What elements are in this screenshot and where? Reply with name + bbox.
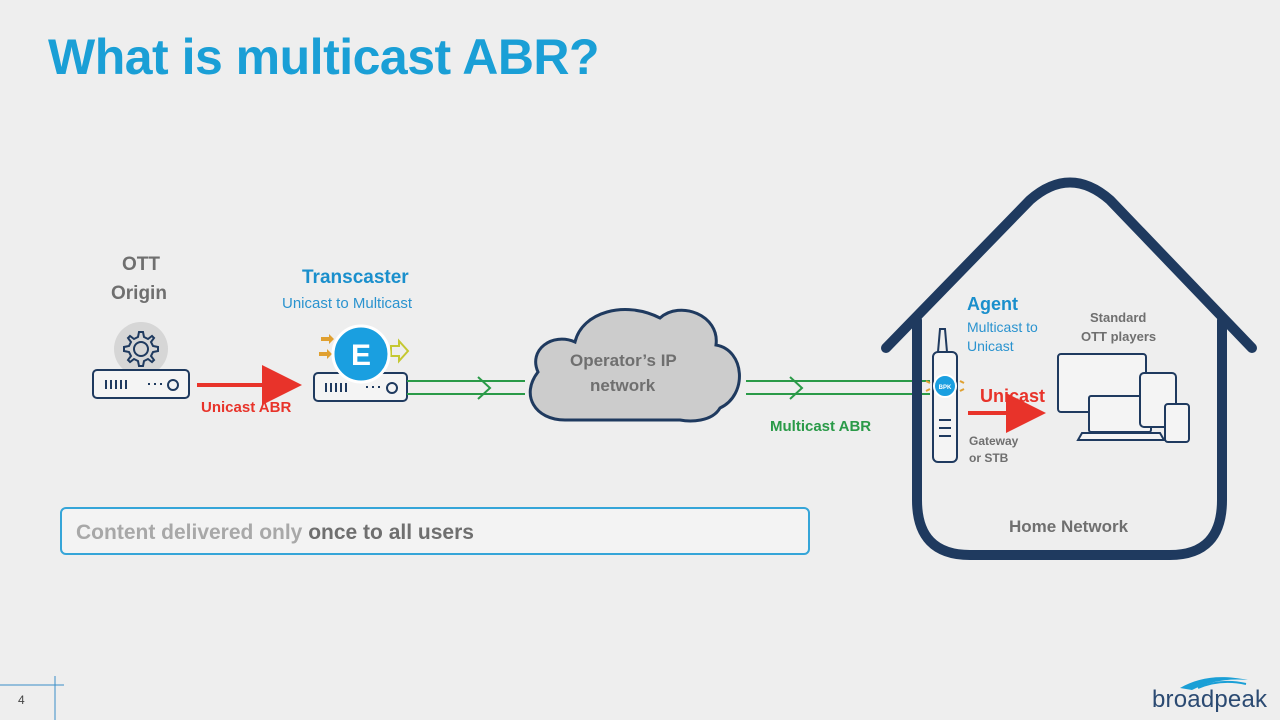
players-label-line2: OTT players xyxy=(1081,329,1157,344)
origin-label-line2: Origin xyxy=(111,283,167,304)
key-message-light: Content delivered only xyxy=(76,521,309,544)
multicast-link-left xyxy=(407,376,525,400)
agent-badge-text: BPK xyxy=(939,385,952,391)
unicast-label: Unicast xyxy=(980,386,1046,406)
gateway-device-icon: BPK xyxy=(925,328,965,463)
home-network-label: Home Network xyxy=(1009,517,1129,536)
slide-title: What is multicast ABR? xyxy=(48,29,600,85)
cloud-label-line1: Operator’s IP xyxy=(570,351,677,370)
gateway-label-line1: Gateway xyxy=(969,434,1019,448)
corner-crop-marks xyxy=(0,676,64,720)
agent-subtitle-line1: Multicast to xyxy=(967,319,1038,335)
key-message-box: Content delivered only once to all users xyxy=(60,507,810,555)
players-label-line1: Standard xyxy=(1090,310,1147,325)
agent-subtitle-line2: Unicast xyxy=(967,338,1014,354)
key-message-dark: once to all users xyxy=(308,521,474,544)
transcaster-title: Transcaster xyxy=(302,267,409,288)
unicast-abr-label: Unicast ABR xyxy=(201,399,292,416)
transcaster-subtitle: Unicast to Multicast xyxy=(282,295,413,312)
key-message-text: Content delivered only once to all users xyxy=(76,521,474,545)
multicast-abr-label: Multicast ABR xyxy=(770,418,872,435)
cloud-label-line2: network xyxy=(590,376,656,395)
broadpeak-logo-mark xyxy=(1180,677,1248,690)
ott-players-icon xyxy=(1057,353,1190,443)
agent-title: Agent xyxy=(967,294,1018,314)
transcaster-badge-letter: E xyxy=(351,339,371,372)
ip-network-cloud xyxy=(528,308,741,423)
origin-label-line1: OTT xyxy=(122,254,160,275)
multicast-link-right xyxy=(746,376,930,400)
page-number: 4 xyxy=(18,693,25,707)
transcaster-badge: E xyxy=(331,324,391,384)
gateway-label-line2: or STB xyxy=(969,451,1009,465)
broadpeak-logo-text: broadpeak xyxy=(1152,686,1268,713)
home-house-outline xyxy=(881,177,1257,560)
origin-server-icon xyxy=(92,322,190,399)
